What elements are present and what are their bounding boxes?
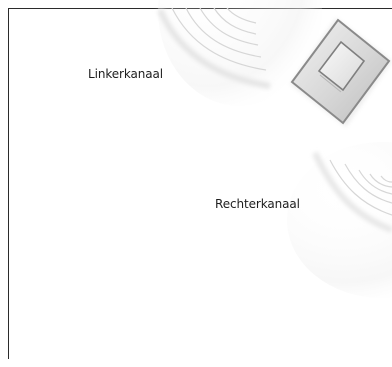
left-channel-label: Linkerkanaal (88, 67, 164, 81)
left-sound-waves-icon (157, 0, 322, 106)
left-border-line (8, 8, 9, 359)
square-pad-device-icon (290, 18, 392, 127)
right-channel-label: Rechterkanaal (215, 197, 300, 211)
right-sound-waves-icon (287, 142, 392, 298)
